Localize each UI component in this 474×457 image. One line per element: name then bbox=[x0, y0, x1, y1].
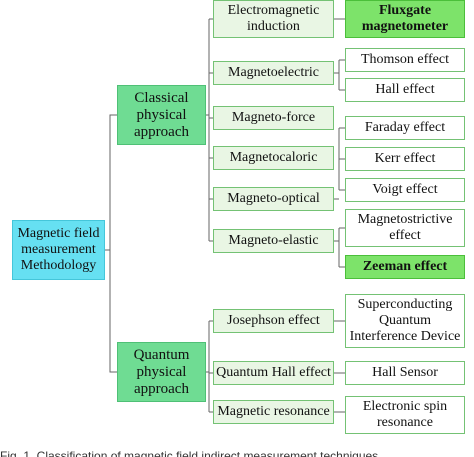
connector-root-classical bbox=[105, 114, 117, 251]
method-magneto-optical: Magneto-optical bbox=[213, 187, 334, 211]
connector-elastic-effects bbox=[334, 227, 345, 268]
method-magneto-force: Magneto-force bbox=[213, 106, 334, 130]
effect-fluxgate-magnetometer: Fluxgate magnetometer bbox=[345, 0, 465, 38]
method-electromagnetic-induction: Electromagnetic induction bbox=[213, 0, 334, 38]
figure-caption: Fig. 1. Classification of magnetic field… bbox=[0, 449, 379, 457]
effect-kerr: Kerr effect bbox=[345, 147, 465, 171]
connector-magnetoelectric-effects bbox=[334, 59, 345, 91]
connector-optical-effects bbox=[334, 127, 345, 200]
effect-faraday: Faraday effect bbox=[345, 116, 465, 140]
method-magneto-elastic: Magneto-elastic bbox=[213, 229, 334, 253]
method-josephson-effect: Josephson effect bbox=[213, 309, 334, 333]
connector-root-quantum bbox=[109, 250, 117, 373]
effect-hall: Hall effect bbox=[345, 78, 465, 102]
effect-voigt: Voigt effect bbox=[345, 178, 465, 202]
effect-electronic-spin-resonance: Electronic spin resonance bbox=[345, 396, 465, 434]
effect-magnetostrictive: Magnetostrictive effect bbox=[345, 209, 465, 247]
quantum-approach-node: Quantum physical approach bbox=[117, 342, 206, 402]
effect-zeeman: Zeeman effect bbox=[345, 255, 465, 279]
effect-hall-sensor: Hall Sensor bbox=[345, 361, 465, 385]
effect-thomson: Thomson effect bbox=[345, 48, 465, 72]
method-magnetic-resonance: Magnetic resonance bbox=[213, 400, 334, 424]
effect-squid: Superconducting Quantum Interference Dev… bbox=[345, 294, 465, 348]
method-magnetocaloric: Magnetocaloric bbox=[213, 146, 334, 170]
connector-quantum-methods bbox=[206, 320, 213, 413]
method-magnetoelectric: Magnetoelectric bbox=[213, 61, 334, 85]
method-quantum-hall-effect: Quantum Hall effect bbox=[213, 361, 334, 385]
classical-approach-node: Classical physical approach bbox=[117, 85, 206, 145]
connector-classical-methods bbox=[206, 18, 213, 242]
root-node-magnetic-field-measurement: Magnetic field measurement Methodology bbox=[12, 220, 105, 280]
